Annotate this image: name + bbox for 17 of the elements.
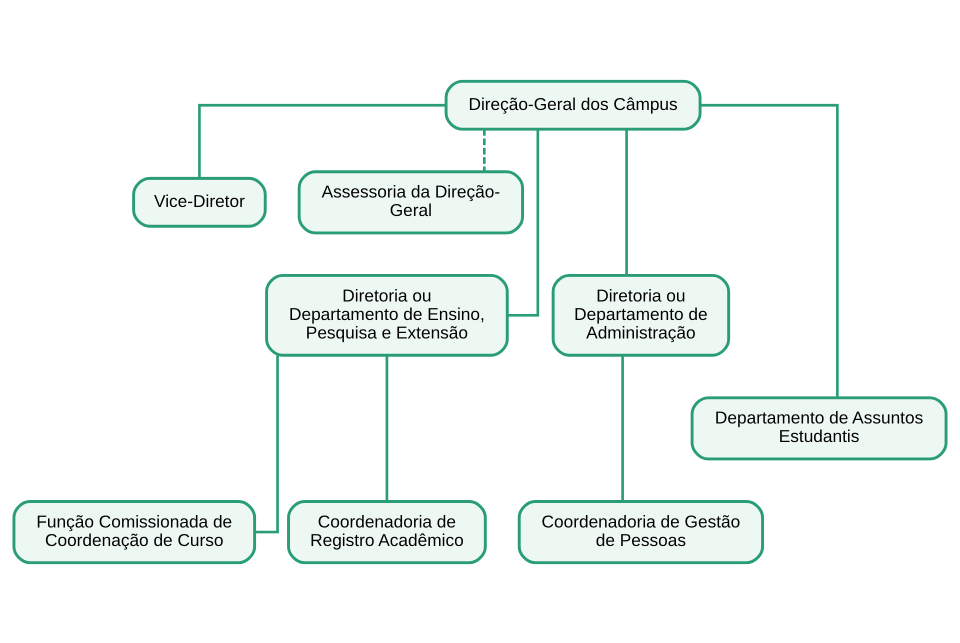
connector: [621, 355, 624, 501]
connector: [700, 103, 839, 397]
node-box: Assessoria da Direção-Geral: [298, 170, 524, 234]
node-box: Vice-Diretor: [132, 176, 267, 228]
node-box: Direção-Geral dos Câmpus: [444, 79, 702, 130]
connector: [386, 355, 388, 501]
connector: [255, 355, 279, 533]
node-box: Função Comissionada de Coordenação de Curso: [12, 500, 256, 564]
connector: [198, 103, 446, 178]
connector: [507, 128, 540, 316]
connector: [625, 128, 628, 275]
node-box: Departamento de Assuntos Estudantis: [690, 396, 948, 460]
connector: [483, 128, 486, 172]
node-box: Diretoria ou Departamento de Ensino, Pesquisa e Extensão: [265, 274, 509, 356]
node-box: Diretoria ou Departamento de Administração: [552, 274, 730, 356]
node-box: Coordenadoria de Registro Acadêmico: [287, 500, 487, 564]
node-box: Coordenadoria de Gestão de Pessoas: [518, 500, 764, 564]
